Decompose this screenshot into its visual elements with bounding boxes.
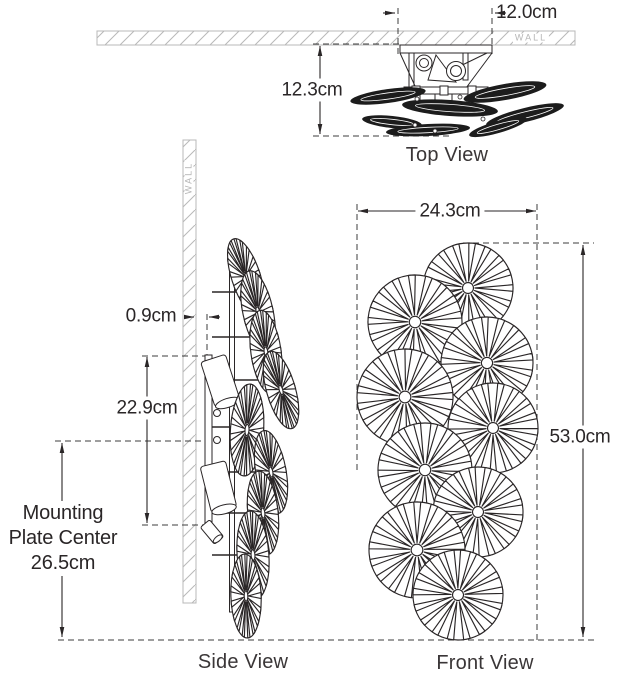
side-view-title: Side View <box>197 651 289 673</box>
top-view-shade-leaves <box>350 81 564 138</box>
dim-front-width-label: 24.3cm <box>415 199 485 223</box>
mounting-plate-center-block: Mounting Plate Center 26.5cm <box>0 501 128 576</box>
mounting-label-line1: Mounting <box>22 502 104 524</box>
dashed-reference-lines <box>55 8 594 641</box>
front-view-title: Front View <box>436 652 534 674</box>
top-view-title: Top View <box>405 144 489 166</box>
wall-label-side-view: WALL <box>183 159 194 197</box>
mounting-label-line2: Plate Center <box>8 527 118 549</box>
dim-front-height-label: 53.0cm <box>545 425 615 449</box>
dim-standoff-label: 0.9cm <box>125 305 177 327</box>
dim-backplate-height-label: 22.9cm <box>112 396 182 420</box>
wall-label-top-view: WALL <box>512 32 550 43</box>
front-view-discs <box>342 242 543 651</box>
top-view-wall <box>96 30 576 46</box>
dim-mounting-center-label: 26.5cm <box>30 552 96 574</box>
dim-plate-width-label: 12.0cm <box>496 2 558 23</box>
dim-projection-label: 12.3cm <box>277 78 347 102</box>
side-view-wall <box>182 139 197 604</box>
